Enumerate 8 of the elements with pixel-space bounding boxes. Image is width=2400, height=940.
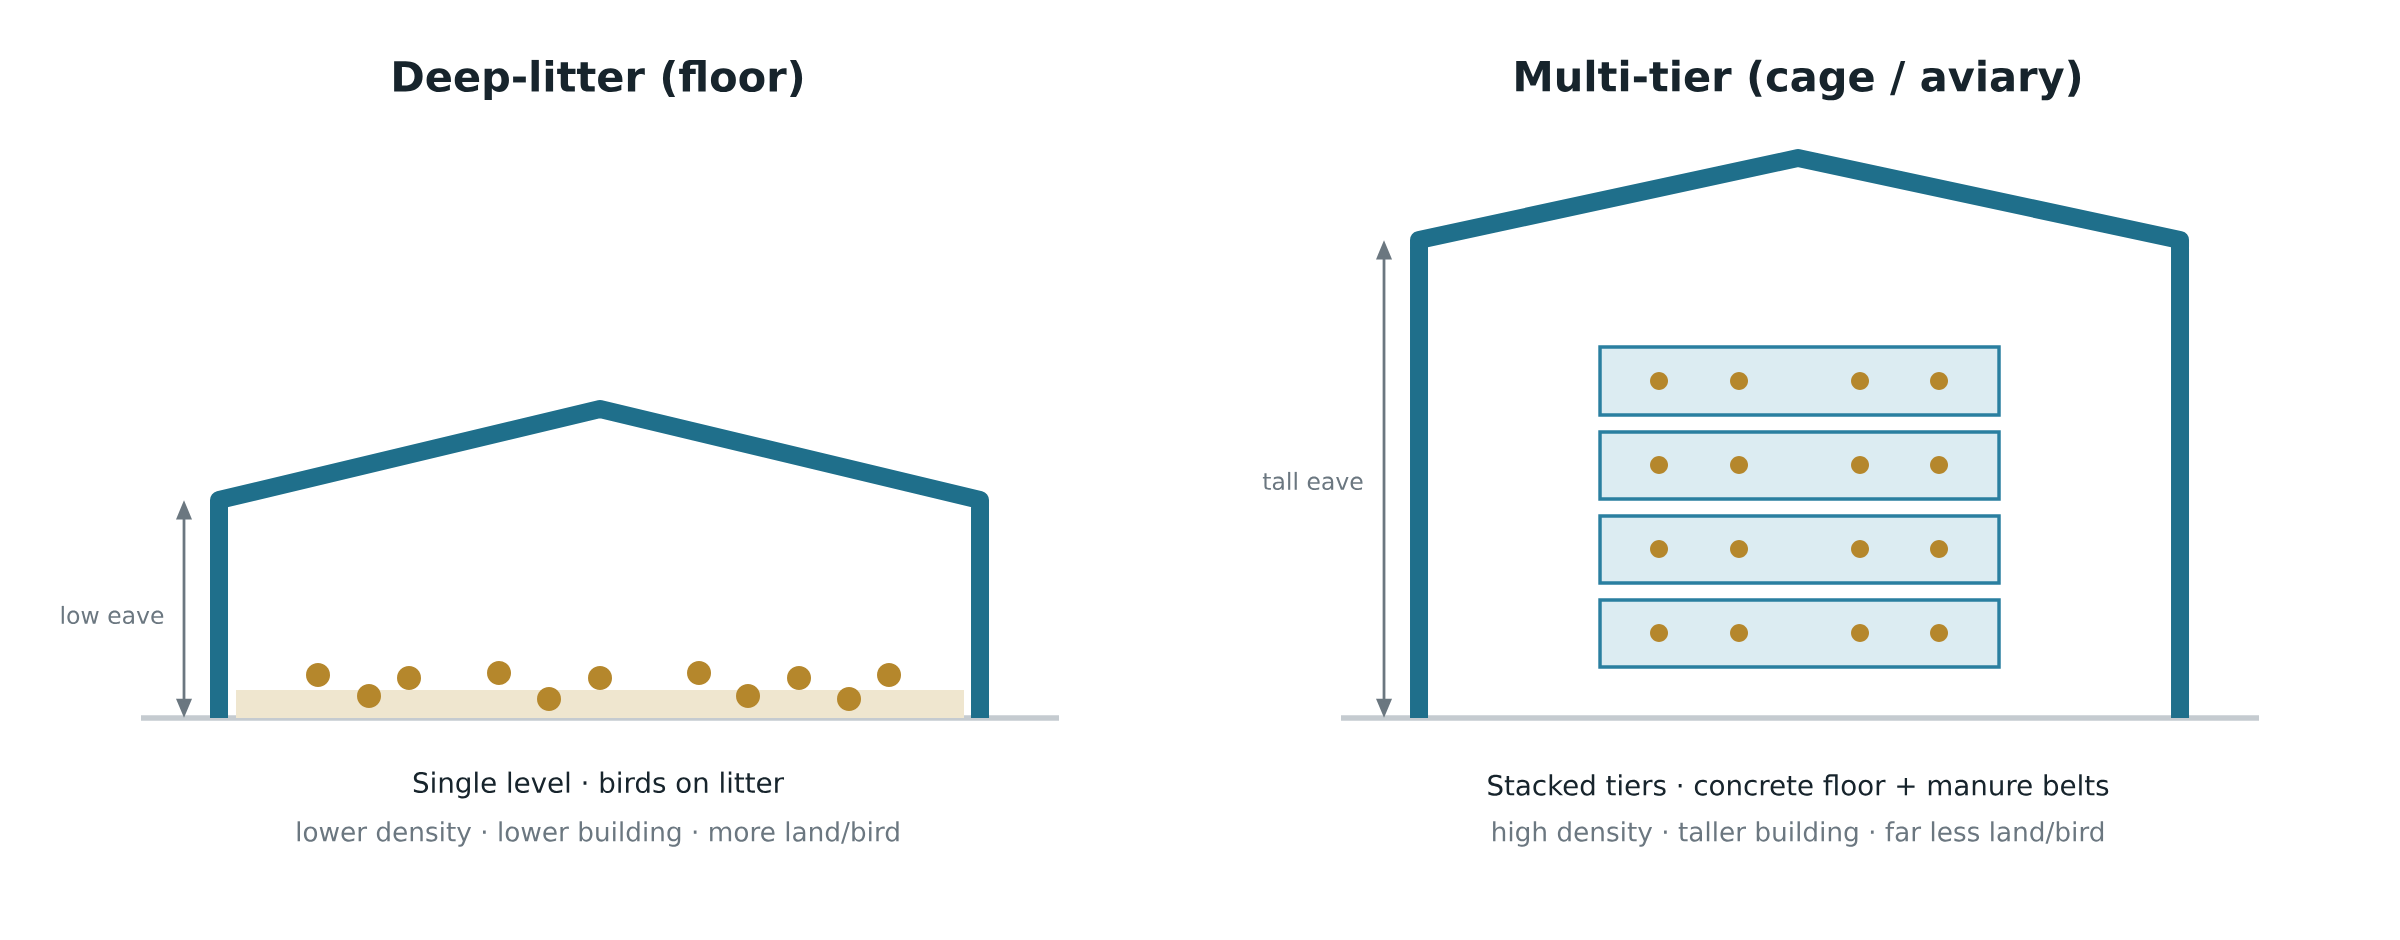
dimension-label: low eave <box>61 605 164 625</box>
heading: Deep-litter (floor) <box>394 59 803 101</box>
caption: Single level · birds on litter <box>413 771 784 799</box>
dimension-label: tall eave <box>1262 471 1363 491</box>
subcaption: high density · taller building · far less land/bird <box>1493 821 2104 847</box>
heading: Multi-tier (cage / aviary) <box>1516 59 2081 101</box>
caption: Stacked tiers · concrete floor + manure belts <box>1488 774 2109 796</box>
subcaption: lower density · lower building · more land/bird <box>297 821 899 847</box>
